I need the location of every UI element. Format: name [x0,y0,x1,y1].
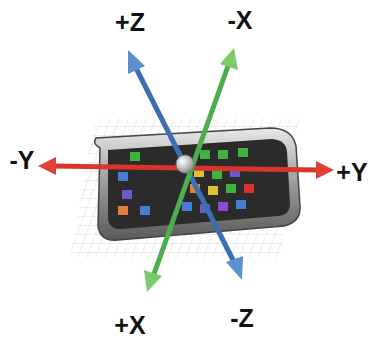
axis-label: -Y [10,148,35,173]
axis-label: -Z [230,306,254,331]
axis-label: +Z [115,10,145,35]
axis-label: -X [228,8,253,33]
axis-label: +X [114,313,145,338]
axis-label: +Y [336,160,367,185]
origin-sphere [176,155,194,173]
x-axis-arrow [144,48,238,292]
z-axis-arrow [128,50,243,280]
